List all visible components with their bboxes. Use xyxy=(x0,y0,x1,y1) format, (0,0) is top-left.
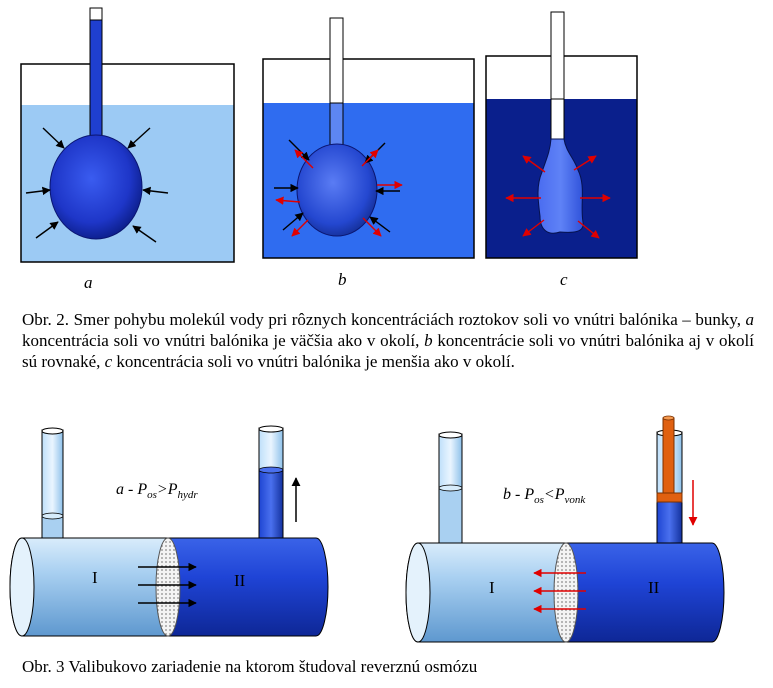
device-a-tube2-empty xyxy=(258,427,284,473)
tube-c-empty xyxy=(550,11,565,101)
device-a-end-left xyxy=(9,537,35,637)
label-b: b xyxy=(338,270,347,289)
tube-c-filled xyxy=(550,98,565,140)
device-b-tube1-level xyxy=(438,484,463,492)
device-a-tube2-rim xyxy=(258,425,284,433)
device-a-chamber1-label: I xyxy=(92,568,98,587)
device-b-end-left xyxy=(405,542,431,643)
device-a-equation: a - Pos>Phydr xyxy=(116,481,198,501)
device-b-tube1-rim xyxy=(438,431,463,439)
panel-b: b xyxy=(262,17,475,289)
beaker-b-outline xyxy=(262,58,475,259)
device-b-membrane xyxy=(553,542,579,643)
panel-a: a xyxy=(20,7,235,292)
device-a-tube2-liquid xyxy=(258,469,284,543)
arrows-b-red xyxy=(275,149,403,237)
device-b-tube2-liquid xyxy=(656,499,683,549)
device-a-tube1-empty xyxy=(41,429,64,517)
device-a-membrane xyxy=(155,537,181,637)
device-b-tube1-liquid xyxy=(438,487,463,549)
label-c: c xyxy=(560,270,568,289)
device-a-tube1-rim xyxy=(41,427,64,435)
device-a: I II a - Pos>Phydr xyxy=(9,425,329,637)
piston-rod xyxy=(662,417,675,496)
piston-rod-top xyxy=(662,415,675,421)
device-b-chamber1-label: I xyxy=(489,578,495,597)
tube-b-empty xyxy=(329,17,344,105)
figure3-caption: Obr. 3 Valibukovo zariadenie na ktorom š… xyxy=(22,657,478,676)
balloon-a xyxy=(49,134,143,240)
device-a-flow-arrows xyxy=(138,562,197,608)
beaker-a-outline xyxy=(20,63,235,263)
label-a: a xyxy=(84,273,93,292)
balloon-c xyxy=(537,138,584,234)
panel-c: c xyxy=(485,11,638,289)
device-b-equation: b - Pos<Pvonk xyxy=(503,486,586,506)
figure2-caption: Obr. 2. Smer pohybu molekúl vody pri rôz… xyxy=(22,310,755,371)
device-b: I II b - Pos<Pvonk xyxy=(405,415,725,643)
device-a-chamber2 xyxy=(165,537,329,637)
device-b-flow-arrows xyxy=(533,568,586,614)
tube-a-top xyxy=(89,7,103,21)
arrows-c-red xyxy=(505,155,611,239)
tube-a xyxy=(89,7,103,144)
arrows-a xyxy=(25,127,169,243)
balloon-b xyxy=(296,143,378,237)
device-a-tube1-level xyxy=(41,512,64,520)
device-a-chamber2-label: II xyxy=(234,571,246,590)
tube-b-filled xyxy=(329,102,344,149)
device-a-tube2-level xyxy=(258,466,284,474)
device-b-chamber2-label: II xyxy=(648,578,660,597)
piston-head xyxy=(656,492,683,503)
device-b-tube1-empty xyxy=(438,433,463,489)
device-b-chamber2 xyxy=(564,542,725,643)
